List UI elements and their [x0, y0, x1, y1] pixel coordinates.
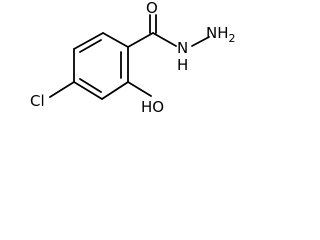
ring-bond-c1-c2 — [102, 32, 129, 48]
ring-double-bond-inner-top — [79, 39, 102, 53]
structural-formula: O N H NH2 Cl HO — [30, 0, 236, 116]
bond-ring-to-chlorine — [49, 81, 75, 98]
nh2-label: NH2 — [206, 24, 236, 45]
nh-hydrogen-label: H — [177, 56, 188, 74]
ring-bond-c2-c3 — [73, 32, 104, 50]
hydroxyl-label: HO — [141, 98, 164, 116]
bond-n-to-nh2 — [191, 36, 210, 47]
bond-ring-to-hydroxyl — [127, 81, 152, 97]
nh2-subscript: 2 — [229, 32, 236, 45]
nh-nitrogen-label: N — [177, 39, 188, 57]
carbonyl-oxygen-label: O — [146, 0, 158, 17]
ring-double-bond-inner-bottom — [79, 78, 102, 93]
bond-ring-to-carbonyl — [127, 32, 154, 48]
ring-bond-c5-c6 — [101, 81, 129, 100]
nh2-main: NH — [206, 24, 229, 42]
bond-carbonyl-to-nh — [152, 32, 177, 47]
benzene-ring — [73, 32, 129, 100]
ring-bond-c4-c5 — [73, 81, 103, 100]
chlorine-label: Cl — [30, 92, 45, 110]
